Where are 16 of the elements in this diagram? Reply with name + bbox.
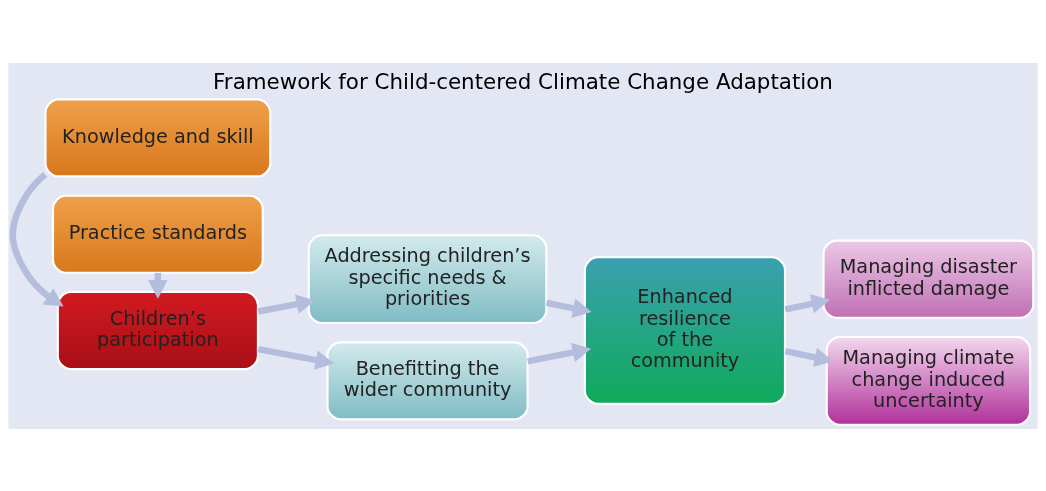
diagram-title: Framework for Child-centered Climate Change Adaptation	[213, 68, 833, 94]
arrow	[784, 347, 834, 367]
arrow	[527, 342, 592, 364]
arrow	[784, 293, 831, 313]
node-box: Benefitting the wider community	[326, 340, 529, 420]
node-box: Knowledge and skill	[44, 97, 272, 177]
node-box: Managing disaster inflicted damage	[822, 239, 1035, 319]
node-box: Practice standards	[51, 194, 264, 274]
arrow	[9, 171, 64, 307]
node-box: Children’s participation	[56, 290, 259, 370]
arrow	[257, 293, 316, 315]
node-box: Addressing children’s specific needs & priorities	[307, 233, 548, 324]
arrow	[545, 298, 592, 318]
node-box: Managing climate change induced uncertainty	[825, 335, 1032, 426]
node-box: Enhanced resilience of the community	[583, 255, 787, 405]
arrow	[257, 345, 335, 370]
